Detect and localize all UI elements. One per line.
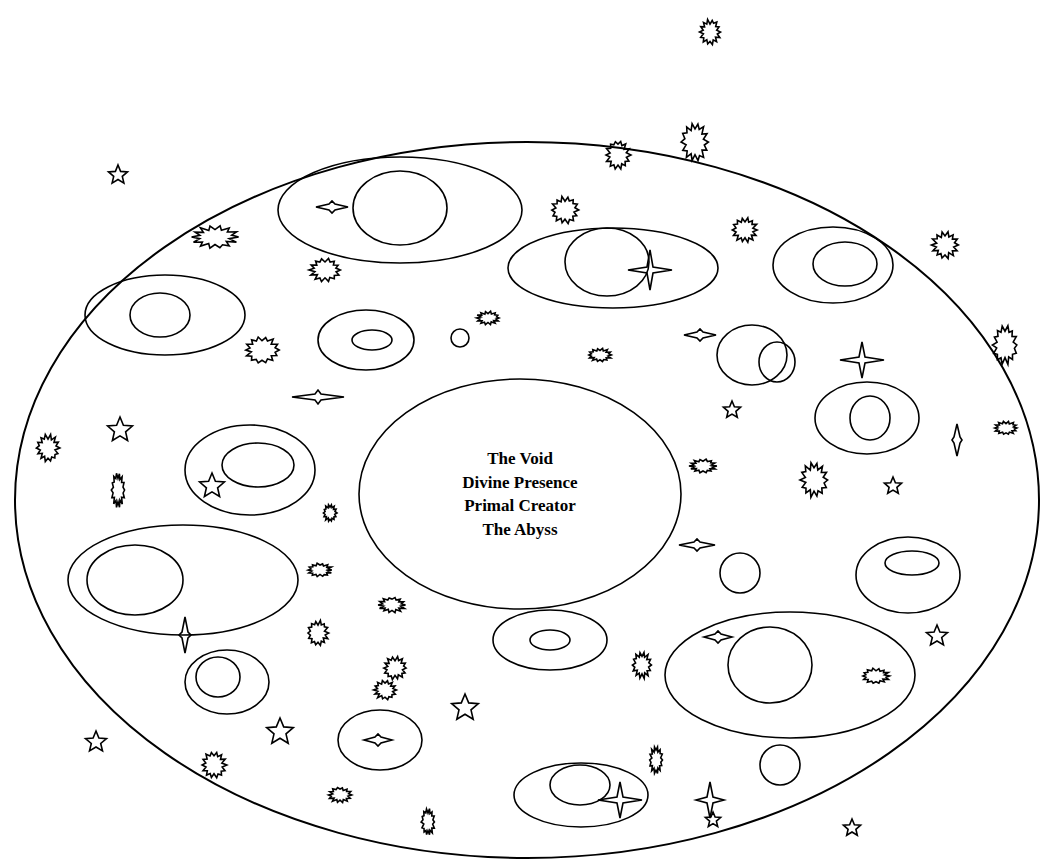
star	[200, 473, 225, 497]
cosmos-outline	[15, 142, 1039, 858]
planet-circle	[720, 553, 760, 593]
node-text: Divine Presence	[462, 471, 577, 495]
planet-circle	[760, 745, 800, 785]
nebula-burst	[477, 311, 499, 325]
nebula-burst	[992, 326, 1016, 365]
star	[267, 718, 294, 743]
galaxy-ring	[278, 157, 522, 263]
galaxy-ring	[717, 325, 787, 385]
sparkle	[179, 617, 191, 653]
node-text: The Void	[487, 447, 553, 471]
sparkle	[696, 782, 724, 818]
planet-circle	[451, 329, 469, 347]
node-text: The Abyss	[482, 518, 557, 542]
ellipse-outline	[358, 378, 682, 610]
nebula-burst	[800, 463, 828, 498]
galaxy-core	[565, 228, 649, 296]
galaxy-core	[353, 171, 447, 245]
galaxy-ring	[514, 763, 648, 827]
galaxy-core	[196, 657, 240, 697]
galaxy-core	[813, 242, 877, 286]
galaxy-ring	[815, 382, 919, 454]
sparkle	[364, 734, 392, 746]
sparkle	[679, 539, 715, 551]
nebula-burst	[681, 124, 708, 161]
star	[884, 477, 901, 493]
nebula-burst	[589, 348, 611, 361]
nebula-burst	[384, 657, 406, 680]
star	[108, 417, 133, 441]
galaxy-core	[87, 545, 183, 615]
sparkle	[684, 329, 716, 341]
galaxy-core	[728, 627, 812, 703]
galaxy-ring	[493, 610, 607, 670]
galaxy-core	[885, 551, 939, 575]
nebula-burst	[111, 473, 124, 507]
nebula-burst	[308, 563, 332, 576]
nebula-burst	[192, 226, 239, 248]
galaxy-ring	[856, 537, 960, 613]
nebula-burst	[863, 668, 890, 683]
central-ellipse: The VoidDivine PresencePrimal CreatorThe…	[358, 378, 682, 610]
galaxy-core	[352, 330, 392, 350]
nebula-burst	[323, 505, 337, 521]
nebula-burst	[246, 337, 279, 363]
star	[452, 694, 479, 719]
text-stack: The VoidDivine PresencePrimal CreatorThe…	[358, 378, 682, 610]
nebula-burst	[378, 598, 405, 613]
nebula-burst	[700, 20, 721, 45]
nebula-burst	[995, 421, 1017, 434]
galaxy-core	[759, 342, 795, 382]
galaxy-core	[130, 293, 190, 337]
galaxy-ring	[508, 228, 718, 308]
star	[723, 401, 740, 417]
galaxy-ring	[68, 525, 298, 635]
galaxy-ring	[85, 275, 245, 355]
galaxy-ring	[318, 310, 414, 370]
sparkle	[292, 390, 344, 404]
nebula-burst	[552, 196, 579, 223]
galaxy-ring	[185, 650, 269, 714]
nebula-burst	[689, 459, 717, 473]
galaxy-ring	[185, 425, 315, 515]
galaxy-core	[850, 396, 890, 440]
ellipse-border	[359, 379, 681, 609]
sparkle	[628, 250, 672, 290]
nebula-burst	[309, 258, 340, 281]
cosmos-details	[36, 20, 1016, 836]
nebula-burst	[421, 809, 434, 835]
galaxy-ring	[665, 612, 915, 738]
nebula-burst	[202, 753, 227, 778]
sparkle	[316, 201, 348, 213]
star	[705, 812, 720, 827]
sparkle	[704, 631, 732, 643]
nebula-burst	[650, 747, 663, 774]
galaxy-ring	[338, 710, 422, 770]
galaxy-core	[222, 443, 294, 487]
galaxy-ring	[773, 227, 893, 303]
nebula-burst	[308, 620, 329, 645]
sparkle	[840, 342, 884, 378]
nebula-burst	[329, 788, 352, 803]
star	[927, 625, 948, 645]
galaxy-core	[530, 630, 570, 650]
nebula-burst	[606, 142, 631, 170]
nebula-burst	[36, 434, 59, 461]
node-text: Primal Creator	[464, 494, 576, 518]
nebula-burst	[632, 653, 651, 679]
nebula-burst	[374, 681, 397, 700]
star	[86, 731, 107, 751]
nebula-burst	[932, 232, 959, 259]
star	[109, 165, 128, 183]
star	[843, 819, 860, 835]
sparkle	[952, 424, 962, 456]
sparkle	[598, 782, 642, 818]
nebula-burst	[732, 218, 757, 243]
